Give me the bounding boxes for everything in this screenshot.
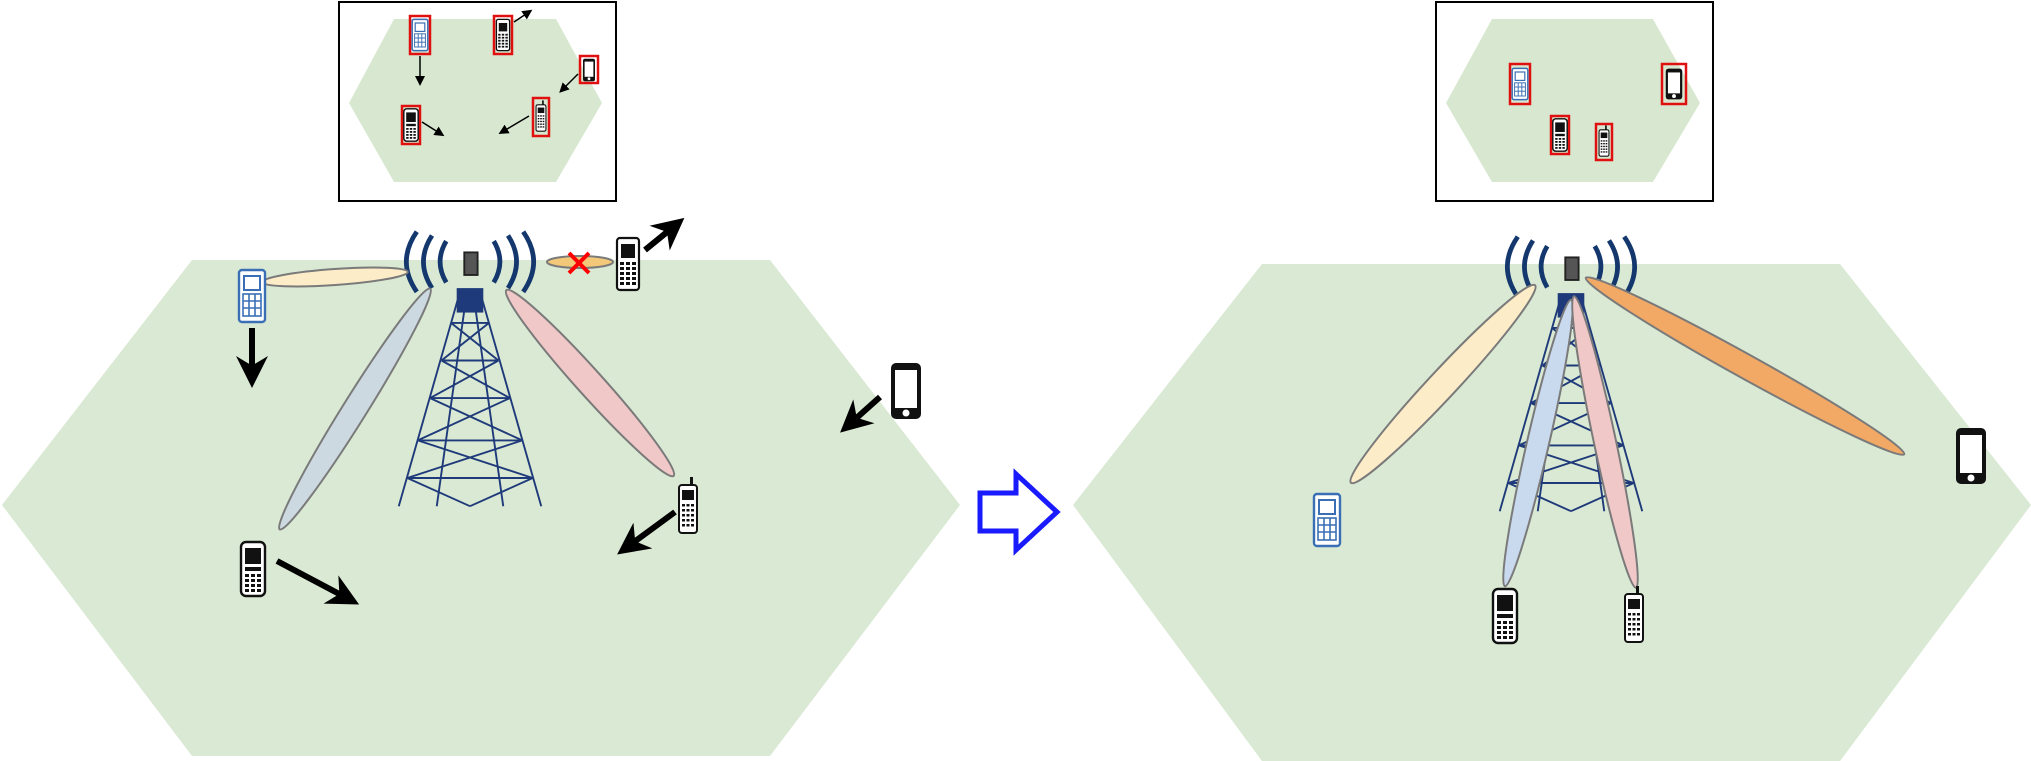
inset-device-antenna [531, 96, 551, 138]
inset-device-blue [1508, 62, 1532, 106]
antenna-phone-icon [678, 476, 698, 534]
beam-to-candybar-phone [1502, 298, 1574, 588]
smartphone-icon [891, 363, 921, 419]
inset-device-smartphone [1660, 62, 1688, 106]
red-x-icon [567, 251, 591, 275]
blue-keypad-phone-icon [237, 268, 267, 324]
inset-device-keypad [492, 14, 514, 56]
candybar-phone-motion-arrow [275, 558, 360, 605]
beam-to-blue-phone [1349, 283, 1537, 485]
beam-to-lower-left-phone [278, 287, 432, 531]
hexagonal-cell-right [1073, 264, 2031, 761]
hexagonal-cell-left [2, 260, 960, 756]
inset-motion-arrows [415, 9, 579, 137]
inset-device-antenna [1594, 122, 1614, 162]
inset-device-candybar [400, 104, 422, 146]
black-keypad-phone-icon [615, 236, 641, 292]
inset-cell [349, 19, 602, 182]
smartphone-motion-arrow [840, 394, 882, 433]
inset-device-smartphone [578, 54, 600, 85]
user-movement-inset [338, 1, 617, 202]
beam-to-smartphone [1584, 276, 1906, 456]
inset-cell [1446, 19, 1700, 182]
antenna-phone-motion-arrow [617, 509, 677, 555]
right-hollow-arrow-icon [977, 468, 1061, 556]
user-position-inset [1435, 1, 1714, 202]
smartphone-icon [1956, 428, 1986, 484]
beam-to-lower-right-phone [504, 288, 676, 478]
black-candybar-phone-icon [1491, 587, 1519, 645]
before-beam-tracking-panel [2, 1, 960, 756]
after-beam-tracking-panel [1073, 1, 2031, 761]
antenna-phone-icon [1624, 585, 1644, 643]
black-candybar-phone-icon [239, 540, 267, 598]
inset-device-blue [408, 14, 432, 56]
inset-device-candybar [1549, 114, 1571, 156]
blue-keypad-phone-icon [1312, 492, 1342, 548]
keypad-phone-motion-arrow [643, 217, 685, 253]
beam-to-antenna-phone [1571, 295, 1639, 589]
motion-arrows [236, 217, 882, 605]
